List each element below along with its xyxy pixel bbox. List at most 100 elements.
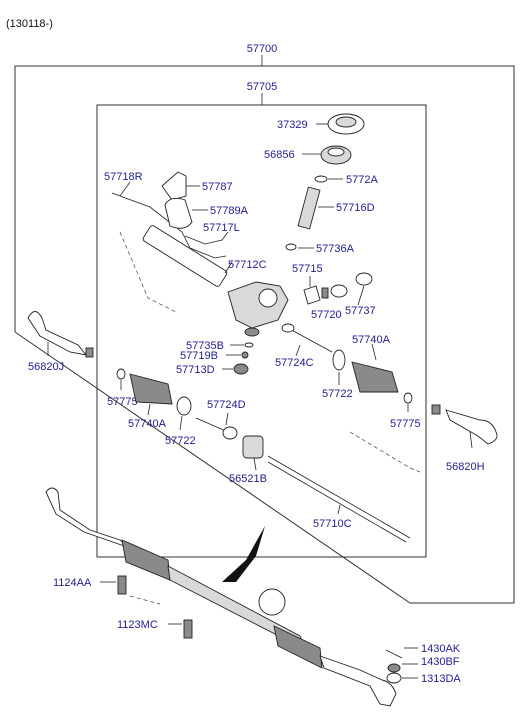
cotter-pin-1430AK [385, 649, 403, 659]
part-label-57710C[interactable]: 57710C [313, 518, 352, 530]
bolt-57719B [241, 351, 249, 359]
part-label-57740A-right[interactable]: 57740A [352, 334, 391, 346]
frame-57705 [96, 104, 427, 558]
part-label-57712C[interactable]: 57712C [228, 259, 267, 271]
seal-cap-inner [335, 116, 357, 128]
leader-57722-l [179, 415, 183, 431]
part-label-57724C[interactable]: 57724C [275, 357, 314, 369]
part-label-1123MC[interactable]: 1123MC [117, 619, 158, 631]
tie-rod-57724D [195, 417, 229, 433]
spring-57720 [321, 287, 329, 299]
part-label-57720[interactable]: 57720 [311, 309, 342, 321]
part-label-57717L[interactable]: 57717L [203, 222, 240, 234]
snap-ring-5772A [314, 175, 328, 183]
leader-56521B [253, 457, 257, 471]
bracket-57787 [161, 171, 187, 201]
part-label-37329[interactable]: 37329 [277, 119, 308, 131]
yoke-57715 [303, 285, 321, 305]
part-label-56820H[interactable]: 56820H [446, 461, 485, 473]
assembled-tie-rod-end-right [319, 655, 397, 707]
bushing-56521B [242, 435, 264, 459]
washer-57735B [244, 342, 254, 348]
assembled-boot-left [121, 539, 171, 581]
nut-1430BF [387, 663, 401, 673]
part-label-57705[interactable]: 57705 [247, 81, 278, 93]
housing-seal [244, 327, 260, 337]
bolt-1123MC [183, 619, 193, 639]
nut-56820J [85, 347, 94, 358]
assembled-boot-right [273, 625, 323, 669]
leader-57724D [225, 412, 229, 426]
bushing-57789A [164, 197, 193, 229]
dashed-guide-bolt [129, 595, 161, 605]
rack-57710C [267, 455, 411, 539]
part-label-57736A[interactable]: 57736A [316, 243, 355, 255]
dashed-guide-right [349, 431, 421, 473]
part-label-57718R[interactable]: 57718R [104, 171, 143, 183]
o-ring-57736A [285, 243, 297, 251]
band-57775-right [403, 392, 413, 404]
tie-rod-ball-l [222, 426, 238, 440]
catalog-code: (130118-) [6, 18, 53, 30]
part-label-1124AA[interactable]: 1124AA [53, 577, 92, 589]
tie-rod-57724C [287, 327, 333, 353]
rack-57710C-edge [267, 461, 407, 543]
gear-housing-port [258, 288, 278, 308]
part-label-1313DA[interactable]: 1313DA [421, 673, 461, 685]
part-label-56856[interactable]: 56856 [264, 149, 295, 161]
part-label-57775-left[interactable]: 57775 [107, 396, 138, 408]
leader-57740A-r [371, 343, 377, 361]
lock-nut [355, 272, 373, 286]
part-label-5772A[interactable]: 5772A [346, 174, 378, 186]
clamp-57722-left [176, 396, 192, 416]
assembled-tie-rod-end-left [45, 487, 131, 549]
assembly-pointer [222, 526, 265, 582]
feed-tube-57717L [184, 231, 229, 245]
tie-rod-ball-r [281, 323, 295, 333]
part-label-57715[interactable]: 57715 [292, 263, 323, 275]
clamp-57722-right [332, 349, 346, 371]
part-label-56820J[interactable]: 56820J [28, 361, 64, 373]
dashed-guide-left [119, 231, 177, 313]
nut-1313DA [386, 672, 402, 684]
leader-57712C [224, 261, 233, 274]
part-label-57713D[interactable]: 57713D [176, 364, 215, 376]
part-label-57787[interactable]: 57787 [202, 181, 233, 193]
leader-57718R [119, 181, 131, 197]
part-label-57722-left[interactable]: 57722 [165, 435, 196, 447]
tie-rod-end-56820J [27, 311, 88, 356]
part-label-57722-right[interactable]: 57722 [322, 388, 353, 400]
dust-seal-inner [327, 147, 345, 157]
yoke-plug [330, 284, 348, 298]
part-label-57740A-left[interactable]: 57740A [128, 418, 167, 430]
leader-56820H [469, 431, 473, 449]
bolt-1124AA [117, 575, 127, 595]
part-label-57719B[interactable]: 57719B [180, 350, 218, 362]
part-label-1430AK[interactable]: 1430AK [421, 643, 461, 655]
feed-tube-57718R [111, 192, 227, 259]
part-label-57775-right[interactable]: 57775 [390, 418, 421, 430]
part-label-56521B[interactable]: 56521B [229, 473, 267, 485]
band-57775-left [116, 368, 126, 380]
assembled-gear-housing [258, 588, 286, 616]
part-label-57716D[interactable]: 57716D [336, 202, 375, 214]
frame-57700 [14, 65, 515, 604]
part-label-57735B[interactable]: 57735B [186, 340, 224, 352]
tie-rod-end-56820H [445, 409, 498, 445]
boot-57740A-left [129, 373, 173, 405]
leader-57710C [337, 504, 341, 515]
leader-57740A-l [147, 403, 151, 416]
part-label-57724D[interactable]: 57724D [207, 399, 246, 411]
cap-57713D [233, 363, 249, 375]
pinion-shaft-57716D [297, 186, 321, 230]
part-label-57789A[interactable]: 57789A [210, 205, 249, 217]
boot-57740A-right [351, 361, 399, 393]
nut-56820H [431, 404, 441, 415]
part-label-57700[interactable]: 57700 [247, 43, 278, 55]
leader-57724C [295, 344, 301, 357]
part-label-57737[interactable]: 57737 [345, 305, 376, 317]
leader-57737 [357, 285, 365, 306]
housing-tube-57712C [142, 225, 228, 287]
part-label-1430BF[interactable]: 1430BF [421, 656, 460, 668]
